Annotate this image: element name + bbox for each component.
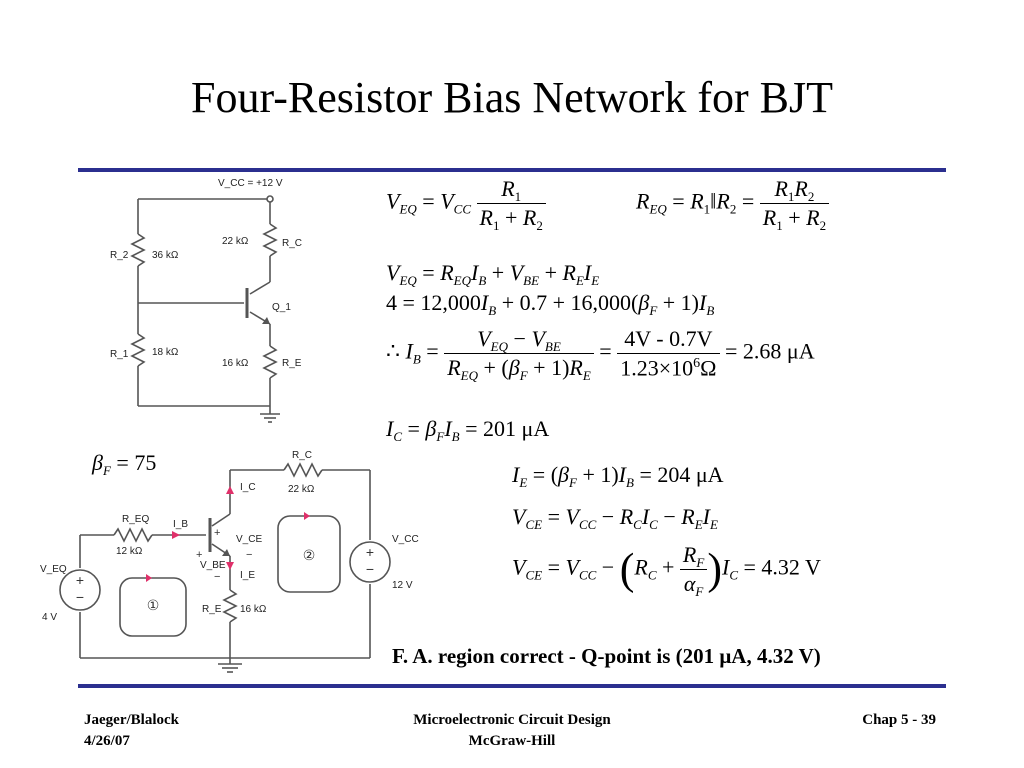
- footer-page: Chap 5 - 39: [862, 712, 936, 728]
- loop1-numeric-equation: 4 = 12,000IB + 0.7 + 16,000(βF + 1)IB: [386, 290, 715, 318]
- footer-course: Microelectronic Circuit Design: [413, 712, 611, 728]
- re-label: R_E: [282, 358, 302, 369]
- bottom-rule: [78, 684, 946, 688]
- svg-text:+: +: [76, 572, 84, 588]
- four-resistor-bias-circuit: V_CC = +12 V R_2 36 kΩ 22 kΩ R_C Q_1 R_1…: [110, 178, 302, 423]
- ib-label: I_B: [173, 519, 188, 530]
- beta-label: βF = 75: [92, 450, 157, 478]
- svg-text:−: −: [246, 549, 252, 561]
- svg-text:+: +: [214, 527, 220, 539]
- ib-numeric-unit: Ω: [700, 355, 717, 381]
- slide-title: Four-Resistor Bias Network for BJT: [191, 73, 833, 122]
- ic-value: 201 μA: [483, 416, 550, 441]
- rc-label-2: R_C: [292, 450, 312, 461]
- rc-label: R_C: [282, 238, 302, 249]
- ie-label: I_E: [240, 570, 255, 581]
- r2-label: R_2: [110, 250, 129, 261]
- ic-label: I_C: [240, 482, 256, 493]
- ic-equation: IC = βFIB = 201 μA: [386, 416, 550, 444]
- svg-text:−: −: [366, 561, 374, 577]
- vbe-label: V_BE: [200, 560, 226, 571]
- vcc-label-2: V_CC: [392, 534, 419, 545]
- svg-text:−: −: [214, 571, 220, 583]
- r1-label: R_1: [110, 349, 129, 360]
- loop-1-label: ①: [147, 597, 160, 613]
- thevenin-equivalent-circuit: +− +− R_EQ 12 kΩ I_B V_EQ 4 V R_C 22 kΩ …: [40, 450, 419, 673]
- loop1-kvl-equation: VEQ = REQIB + VBE + REIE: [386, 260, 600, 288]
- beta-value: 75: [134, 450, 157, 475]
- rc-value-2: 22 kΩ: [288, 484, 315, 495]
- conclusion-text: F. A. region correct - Q-point is (201 μ…: [392, 644, 821, 668]
- rc-value: 22 kΩ: [222, 236, 249, 247]
- req-value: 12 kΩ: [116, 546, 143, 557]
- footer-date: 4/26/07: [84, 733, 130, 749]
- svg-text:+: +: [366, 544, 374, 560]
- loop-2-label: ②: [303, 547, 316, 563]
- veq-label: V_EQ: [40, 564, 67, 575]
- ie-value: 204 μA: [657, 462, 724, 487]
- r2-value: 36 kΩ: [152, 250, 179, 261]
- ib-numeric-numerator: 4V - 0.7V: [617, 328, 720, 354]
- ib-numeric-exponent: 6: [693, 356, 701, 371]
- footer-left: Jaeger/Blalock 4/26/07: [84, 710, 179, 752]
- svg-text:−: −: [76, 589, 84, 605]
- vcc-value-2: 12 V: [392, 580, 413, 591]
- r1-value: 18 kΩ: [152, 347, 179, 358]
- loop2-kvl-equation: VCE = VCC − RCIC − REIE: [512, 504, 718, 532]
- q1-label: Q_1: [272, 302, 291, 313]
- veq-value: 4 V: [42, 612, 57, 623]
- re-value: 16 kΩ: [222, 358, 249, 369]
- re-value-2: 16 kΩ: [240, 604, 267, 615]
- footer-center: Microelectronic Circuit Design McGraw-Hi…: [362, 710, 662, 752]
- top-rule: [78, 168, 946, 172]
- vce-label: V_CE: [236, 534, 262, 545]
- svg-text:+: +: [196, 549, 202, 561]
- req-label: R_EQ: [122, 514, 149, 525]
- ib-numeric-denominator: 1.23×10: [620, 355, 694, 381]
- re-label-2: R_E: [202, 604, 222, 615]
- footer-publisher: McGraw-Hill: [468, 733, 556, 749]
- ie-equation: IE = (βF + 1)IB = 204 μA: [512, 462, 724, 490]
- vcc-label: V_CC = +12 V: [218, 178, 283, 189]
- ib-value: 2.68 μA: [742, 338, 815, 364]
- vce-value: 4.32 V: [761, 554, 821, 580]
- footer-author: Jaeger/Blalock: [84, 712, 179, 728]
